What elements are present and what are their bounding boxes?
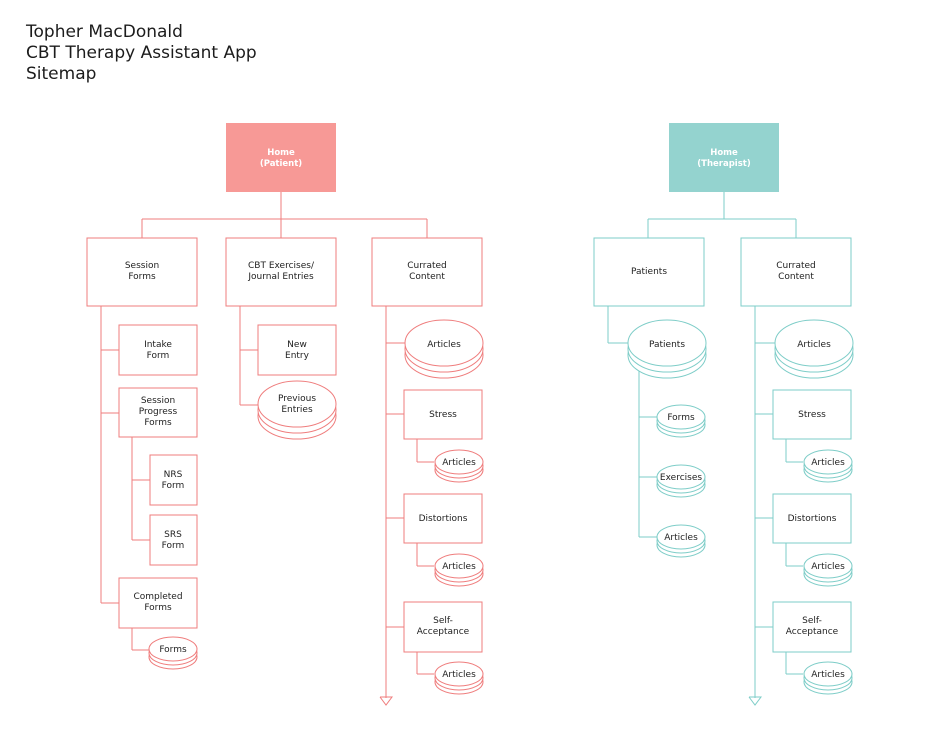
- svg-text:New: New: [287, 340, 307, 350]
- svg-text:Exercises: Exercises: [660, 473, 702, 483]
- svg-text:SRS: SRS: [164, 530, 182, 540]
- svg-text:Articles: Articles: [797, 340, 831, 350]
- svg-text:Acceptance: Acceptance: [786, 627, 839, 637]
- node-srs-form[interactable]: SRS Form: [149, 514, 198, 566]
- svg-text:Forms: Forms: [128, 272, 156, 282]
- node-home-patient[interactable]: Home (Patient): [226, 123, 336, 192]
- node-articles-stack-therapist[interactable]: Articles: [774, 319, 854, 379]
- node-curated-content-therapist[interactable]: Currated Content: [740, 237, 852, 307]
- node-stress-therapist[interactable]: Stress: [772, 389, 852, 440]
- svg-text:Form: Form: [147, 351, 170, 361]
- svg-text:Self-: Self-: [802, 616, 822, 626]
- svg-text:Home: Home: [710, 148, 738, 158]
- svg-text:Progress: Progress: [139, 407, 178, 417]
- patient-connectors: [100, 192, 434, 706]
- svg-text:(Therapist): (Therapist): [697, 159, 751, 169]
- svg-text:Stress: Stress: [798, 410, 826, 420]
- svg-text:Journal Entries: Journal Entries: [247, 272, 314, 282]
- svg-text:Content: Content: [778, 272, 814, 282]
- node-self-acceptance-therapist[interactable]: Self- Acceptance: [772, 601, 852, 653]
- node-new-entry[interactable]: New Entry: [257, 324, 337, 376]
- node-distortions-articles-patient[interactable]: Articles: [434, 553, 484, 587]
- svg-text:Stress: Stress: [429, 410, 457, 420]
- svg-text:Form: Form: [162, 541, 185, 551]
- svg-text:Currated: Currated: [776, 261, 816, 271]
- node-patients-therapist[interactable]: Patients: [593, 237, 705, 307]
- node-self-acceptance-patient[interactable]: Self- Acceptance: [403, 601, 483, 653]
- svg-text:Acceptance: Acceptance: [417, 627, 470, 637]
- svg-text:Content: Content: [409, 272, 445, 282]
- svg-text:Distortions: Distortions: [788, 514, 837, 524]
- svg-text:Forms: Forms: [159, 645, 187, 655]
- svg-text:Form: Form: [162, 481, 185, 491]
- svg-text:Articles: Articles: [442, 562, 476, 572]
- node-articles-stack-patient[interactable]: Articles: [404, 319, 484, 379]
- node-stress-patient[interactable]: Stress: [403, 389, 483, 440]
- svg-text:Articles: Articles: [811, 458, 845, 468]
- node-forms-stack-patient[interactable]: Forms: [148, 636, 198, 670]
- svg-text:Forms: Forms: [144, 603, 172, 613]
- node-self-acceptance-articles-therapist[interactable]: Articles: [803, 661, 853, 695]
- node-completed-forms[interactable]: Completed Forms: [118, 577, 198, 629]
- svg-text:Previous: Previous: [278, 394, 316, 404]
- svg-text:Session: Session: [141, 396, 175, 406]
- svg-text:(Patient): (Patient): [260, 159, 302, 169]
- svg-text:Entries: Entries: [281, 405, 313, 415]
- svg-text:Forms: Forms: [667, 413, 695, 423]
- svg-text:CBT Exercises/: CBT Exercises/: [248, 261, 315, 271]
- node-intake-form[interactable]: Intake Form: [118, 324, 198, 376]
- svg-text:Articles: Articles: [442, 670, 476, 680]
- node-session-forms[interactable]: Session Forms: [86, 237, 198, 307]
- node-forms-stack-therapist[interactable]: Forms: [656, 404, 706, 438]
- node-distortions-patient[interactable]: Distortions: [403, 493, 483, 544]
- sitemap-title: Topher MacDonald CBT Therapy Assistant A…: [26, 22, 257, 85]
- therapist-connectors: [607, 192, 803, 706]
- node-nrs-form[interactable]: NRS Form: [149, 454, 198, 506]
- svg-text:Self-: Self-: [433, 616, 453, 626]
- node-session-progress-forms[interactable]: Session Progress Forms: [118, 387, 198, 438]
- node-stress-articles-patient[interactable]: Articles: [434, 449, 484, 483]
- node-articles-stack-therapist-patients[interactable]: Articles: [656, 524, 706, 558]
- svg-text:Intake: Intake: [144, 340, 172, 350]
- node-exercises-stack-therapist[interactable]: Exercises: [656, 464, 706, 498]
- app-name: CBT Therapy Assistant App: [26, 43, 257, 63]
- svg-text:Home: Home: [267, 148, 295, 158]
- svg-text:Entry: Entry: [285, 351, 310, 361]
- svg-text:Articles: Articles: [427, 340, 461, 350]
- svg-text:Articles: Articles: [811, 670, 845, 680]
- svg-text:Completed: Completed: [133, 592, 182, 602]
- svg-text:Session: Session: [125, 261, 159, 271]
- svg-text:Articles: Articles: [442, 458, 476, 468]
- node-curated-content-patient[interactable]: Currated Content: [371, 237, 483, 307]
- doc-name: Sitemap: [26, 64, 97, 84]
- svg-text:Currated: Currated: [407, 261, 447, 271]
- node-patients-stack-therapist[interactable]: Patients: [627, 319, 707, 379]
- node-stress-articles-therapist[interactable]: Articles: [803, 449, 853, 483]
- node-distortions-therapist[interactable]: Distortions: [772, 493, 852, 544]
- svg-text:Patients: Patients: [631, 267, 667, 277]
- svg-text:Distortions: Distortions: [419, 514, 468, 524]
- svg-text:NRS: NRS: [164, 470, 183, 480]
- svg-text:Articles: Articles: [664, 533, 698, 543]
- node-home-therapist[interactable]: Home (Therapist): [669, 123, 779, 192]
- node-cbt-exercises[interactable]: CBT Exercises/ Journal Entries: [225, 237, 337, 307]
- node-previous-entries[interactable]: Previous Entries: [257, 380, 337, 440]
- svg-text:Articles: Articles: [811, 562, 845, 572]
- svg-text:Forms: Forms: [144, 418, 172, 428]
- node-self-acceptance-articles-patient[interactable]: Articles: [434, 661, 484, 695]
- author-name: Topher MacDonald: [26, 22, 183, 42]
- svg-text:Patients: Patients: [649, 340, 685, 350]
- node-distortions-articles-therapist[interactable]: Articles: [803, 553, 853, 587]
